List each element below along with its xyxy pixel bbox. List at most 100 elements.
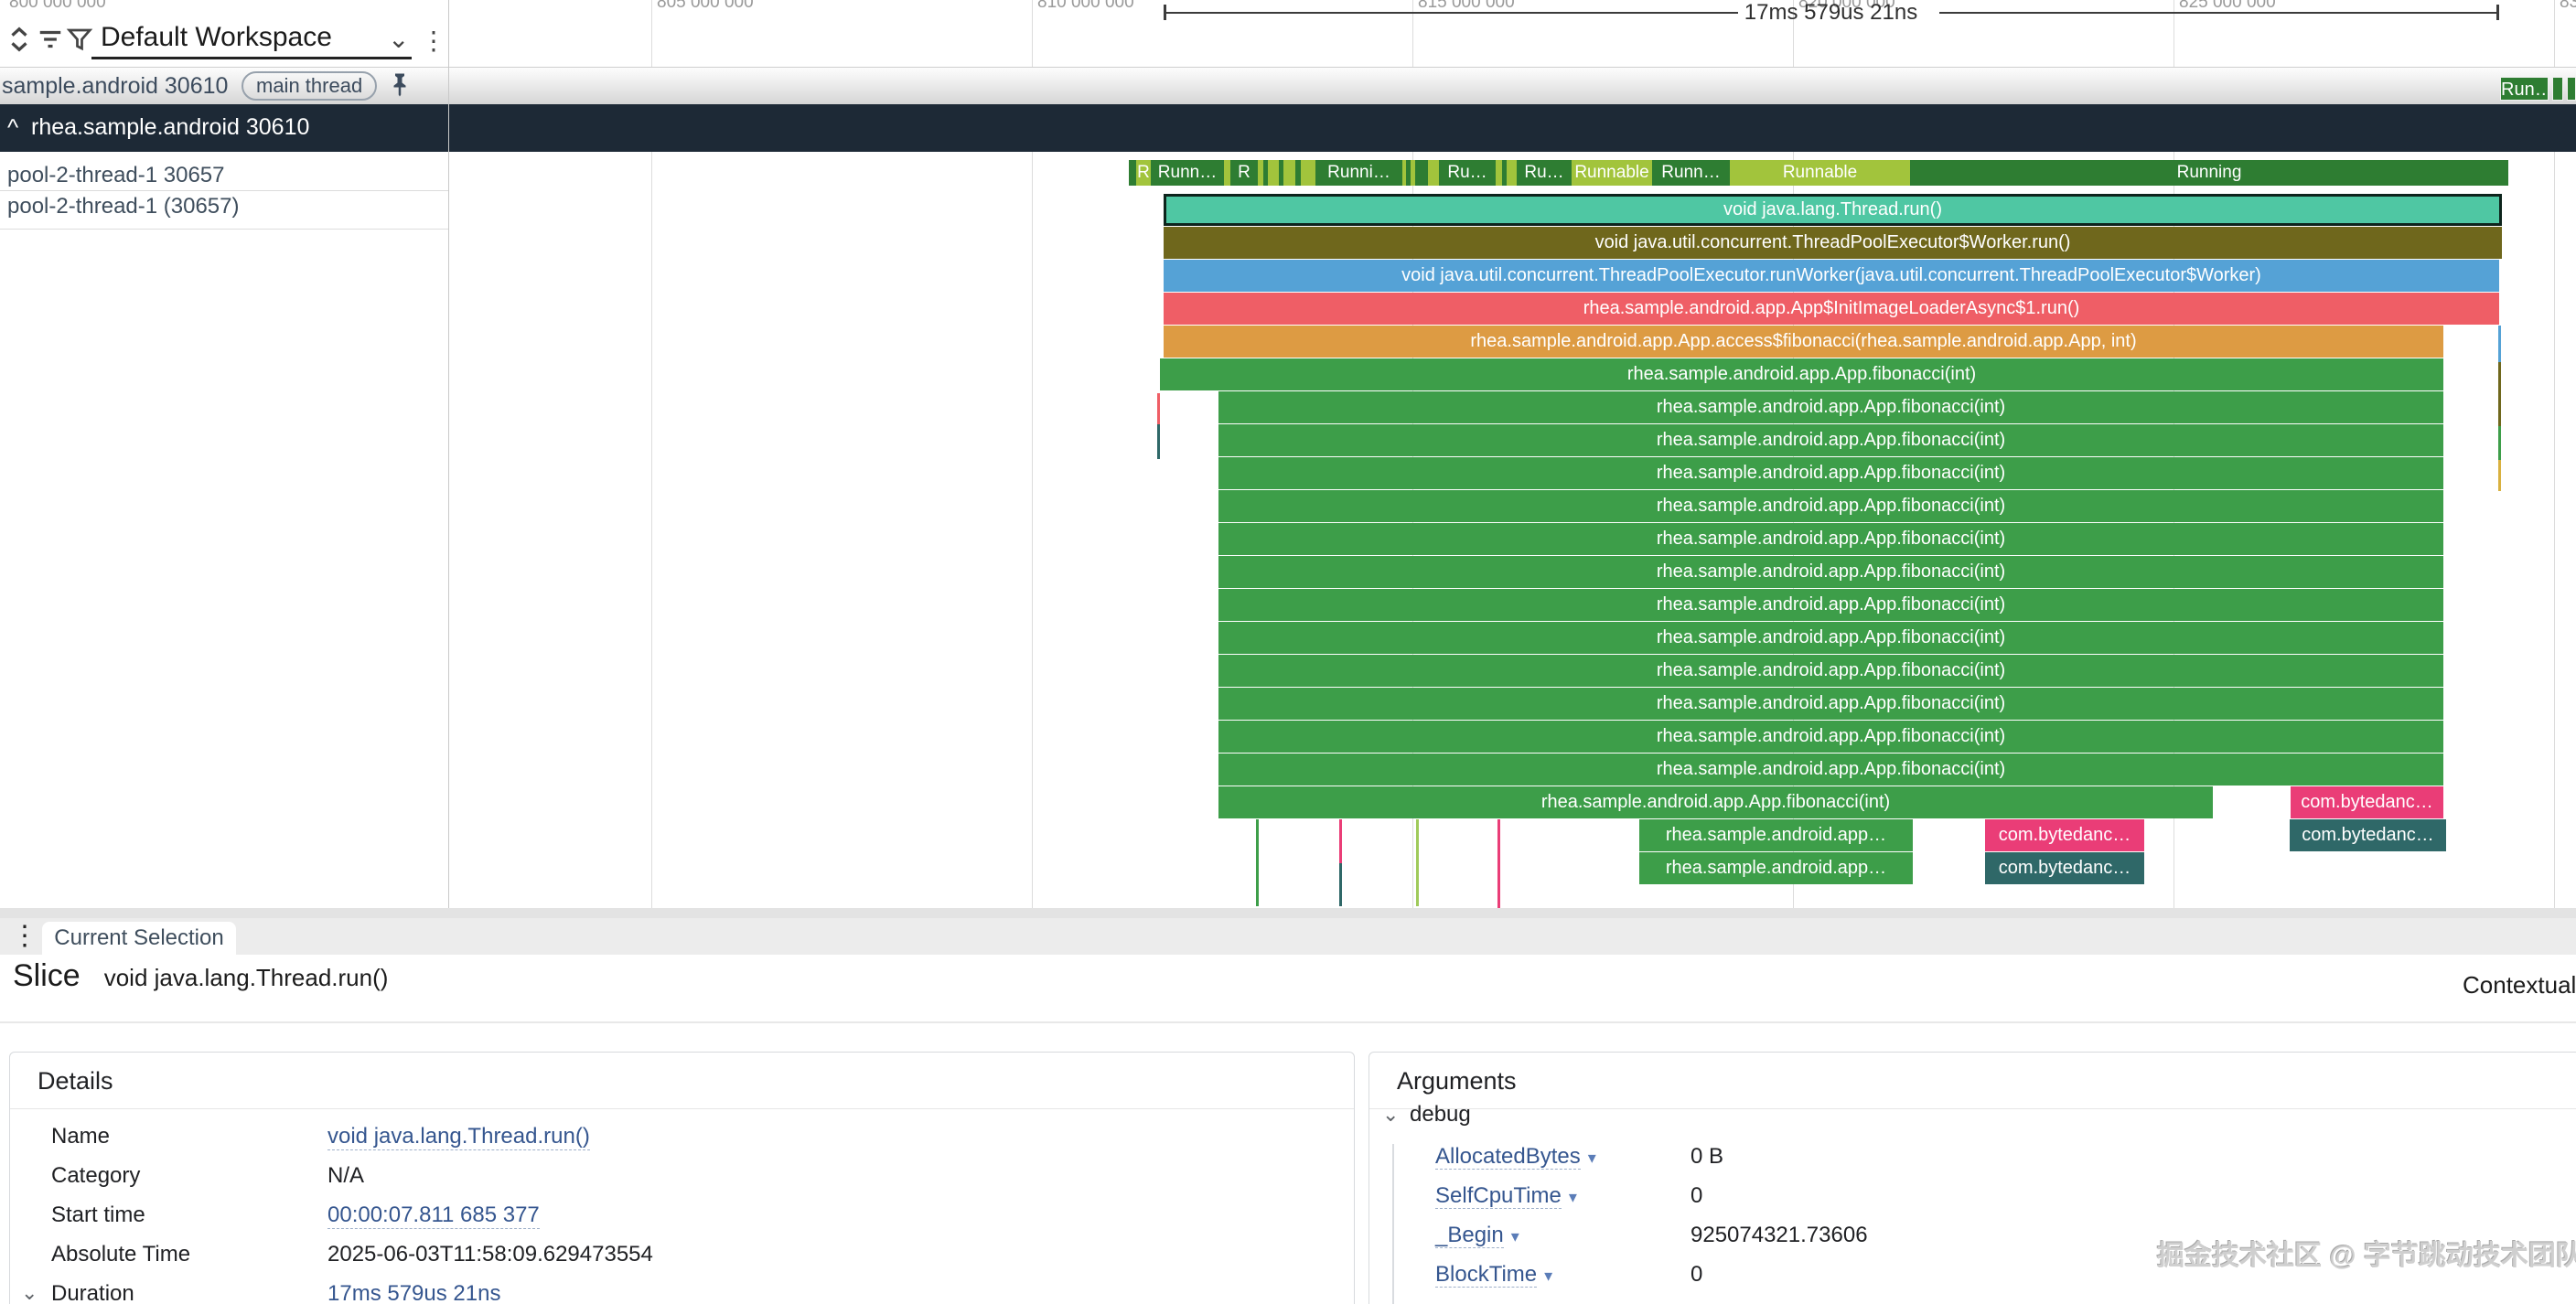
sched-running-segment[interactable]	[1263, 160, 1268, 186]
sched-running-segment[interactable]	[1415, 160, 1428, 186]
selection-span-end-cap	[2496, 5, 2499, 20]
argument-key-link[interactable]: _Begin	[1435, 1223, 1504, 1248]
sched-running-segment[interactable]	[1279, 160, 1283, 186]
pin-icon[interactable]	[388, 71, 412, 99]
slice[interactable]: void java.util.concurrent.ThreadPoolExec…	[1164, 227, 2502, 259]
detail-value: N/A	[327, 1163, 365, 1188]
tiny-slice[interactable]	[2498, 326, 2501, 362]
slice[interactable]: rhea.sample.android.app.App.fibonacci(in…	[1218, 589, 2443, 621]
filter-funnel-icon[interactable]	[66, 26, 93, 53]
slice[interactable]: rhea.sample.android.app…	[1639, 819, 1913, 851]
slice[interactable]: void java.util.concurrent.ThreadPoolExec…	[1164, 260, 2499, 292]
track-shelf-divider[interactable]	[448, 0, 449, 908]
main-thread-chip: main thread	[242, 71, 378, 101]
sched-runnable-segment[interactable]: R	[1136, 160, 1151, 186]
slice[interactable]: rhea.sample.android.app.App.fibonacci(in…	[1160, 358, 2443, 390]
sched-runnable-segment[interactable]	[1283, 160, 1295, 186]
slice[interactable]: rhea.sample.android.app.App.fibonacci(in…	[1218, 391, 2443, 423]
tiny-slice[interactable]	[1497, 819, 1500, 908]
slice[interactable]: rhea.sample.android.app.App$InitImageLoa…	[1164, 293, 2499, 325]
track-name-sched[interactable]: pool-2-thread-1 30657	[7, 163, 225, 187]
slice[interactable]: rhea.sample.android.app.App.fibonacci(in…	[1218, 754, 2443, 786]
workspace-selector[interactable]: Default Workspace	[101, 22, 332, 52]
sched-running-segment[interactable]	[1406, 160, 1411, 186]
slice-selected[interactable]: void java.lang.Thread.run()	[1164, 194, 2502, 226]
sched-run-badge[interactable]: Run…	[2500, 77, 2549, 101]
sched-runnable-segment[interactable]	[1301, 160, 1315, 186]
track-name-thread[interactable]: pool-2-thread-1 (30657)	[7, 194, 240, 219]
argument-dropdown-icon[interactable]: ▾	[1544, 1267, 1553, 1285]
detail-label: Start time	[51, 1202, 145, 1227]
slice[interactable]: rhea.sample.android.app.App.fibonacci(in…	[1218, 556, 2443, 588]
detail-value[interactable]: 00:00:07.811 685 377	[327, 1202, 540, 1229]
slice[interactable]: rhea.sample.android.app…	[1639, 852, 1913, 884]
tiny-slice[interactable]	[1416, 819, 1419, 906]
argument-key-link[interactable]: AllocatedBytes	[1435, 1144, 1581, 1170]
slice[interactable]: rhea.sample.android.app.App.fibonacci(in…	[1218, 424, 2443, 456]
sched-running-segment[interactable]: R	[1230, 160, 1258, 186]
sched-running-segment[interactable]	[1502, 160, 1507, 186]
sched-running-segment[interactable]: Running	[1910, 160, 2508, 186]
sched-running-segment[interactable]	[1129, 160, 1136, 186]
argument-dropdown-icon[interactable]: ▾	[1568, 1188, 1577, 1206]
tiny-slice[interactable]	[2498, 426, 2501, 460]
tiny-slice[interactable]	[1157, 424, 1160, 459]
sched-runnable-segment[interactable]	[1428, 160, 1439, 186]
argument-group-debug[interactable]: debug	[1410, 1102, 1471, 1127]
slice[interactable]: rhea.sample.android.app.App.fibonacci(in…	[1218, 523, 2443, 555]
sched-running-segment[interactable]: Runn…	[1652, 160, 1730, 186]
slice[interactable]: com.bytedanc…	[1985, 819, 2144, 851]
slice[interactable]: rhea.sample.android.app.App.fibonacci(in…	[1218, 457, 2443, 489]
sched-runnable-segment[interactable]	[1224, 160, 1230, 186]
sched-runnable-segment[interactable]	[1402, 160, 1406, 186]
slice[interactable]: rhea.sample.android.app.App.fibonacci(in…	[1218, 721, 2443, 753]
slice[interactable]: com.bytedanc…	[1985, 852, 2144, 884]
workspace-menu-kebab-icon[interactable]: ⋮	[421, 27, 446, 55]
slice[interactable]: rhea.sample.android.app.App.fibonacci(in…	[1218, 490, 2443, 522]
sched-runnable-segment[interactable]	[1507, 160, 1517, 186]
sched-runnable-segment[interactable]	[1258, 160, 1263, 186]
tab-current-selection[interactable]: Current Selection	[42, 922, 236, 955]
contextual-options-button[interactable]: Contextual	[2463, 971, 2576, 999]
sched-runnable-segment[interactable]: Runnable	[1730, 160, 1910, 186]
sched-running-segment[interactable]: Runni…	[1315, 160, 1402, 186]
slice[interactable]: rhea.sample.android.app.App.fibonacci(in…	[1218, 622, 2443, 654]
slice[interactable]: rhea.sample.android.app.App.fibonacci(in…	[1218, 688, 2443, 720]
track-group-rhea-sample-android[interactable]: ^ rhea.sample.android 30610	[0, 104, 2576, 152]
sched-runnable-segment[interactable]	[1496, 160, 1502, 186]
debug-collapse-chevron[interactable]: ⌄	[1382, 1103, 1400, 1126]
sched-running-segment[interactable]: Ru…	[1517, 160, 1572, 186]
collapse-caret-icon[interactable]: ^	[7, 113, 19, 141]
argument-dropdown-icon[interactable]: ▾	[1587, 1149, 1596, 1167]
duration-collapse-chevron[interactable]: ⌄	[21, 1281, 38, 1304]
argument-key-link[interactable]: SelfCpuTime	[1435, 1183, 1562, 1209]
argument-dropdown-icon[interactable]: ▾	[1510, 1227, 1519, 1245]
sched-runnable-segment[interactable]: Runnable	[1572, 160, 1652, 186]
tiny-slice[interactable]	[2498, 460, 2501, 491]
sched-running-segment[interactable]: Ru…	[1439, 160, 1496, 186]
tiny-slice[interactable]	[2498, 362, 2501, 426]
track-group-sample-android[interactable]: sample.android 30610 main thread Run…	[0, 67, 2576, 105]
sched-running-segment[interactable]	[1295, 160, 1301, 186]
detail-value[interactable]: 17ms 579us 21ns	[327, 1281, 500, 1304]
filter-list-icon[interactable]	[37, 26, 64, 53]
chevron-down-icon[interactable]: ⌄	[388, 25, 410, 53]
tiny-slice[interactable]	[1256, 819, 1259, 906]
panel-resize-strip[interactable]	[0, 908, 2576, 918]
slice[interactable]: com.bytedanc…	[2290, 819, 2446, 851]
slice[interactable]: rhea.sample.android.app.App.access$fibon…	[1164, 326, 2443, 358]
sched-running-segment[interactable]: Runn…	[1151, 160, 1224, 186]
slice[interactable]: rhea.sample.android.app.App.fibonacci(in…	[1218, 655, 2443, 687]
slice[interactable]: rhea.sample.android.app.App.fibonacci(in…	[1218, 786, 2213, 818]
argument-key-link[interactable]: BlockTime	[1435, 1262, 1538, 1288]
unfold-less-icon[interactable]	[5, 26, 33, 53]
sched-runnable-segment[interactable]	[1268, 160, 1279, 186]
slice[interactable]: com.bytedanc…	[2291, 786, 2443, 818]
detail-value[interactable]: void java.lang.Thread.run()	[327, 1124, 590, 1150]
tiny-slice[interactable]	[1339, 819, 1342, 863]
process-name: rhea.sample.android 30610	[31, 114, 310, 140]
tiny-slice[interactable]	[1157, 393, 1160, 424]
sched-runnable-segment[interactable]	[1411, 160, 1415, 186]
tiny-slice[interactable]	[1339, 863, 1342, 906]
tab-kebab-icon[interactable]: ⋮	[11, 921, 38, 951]
